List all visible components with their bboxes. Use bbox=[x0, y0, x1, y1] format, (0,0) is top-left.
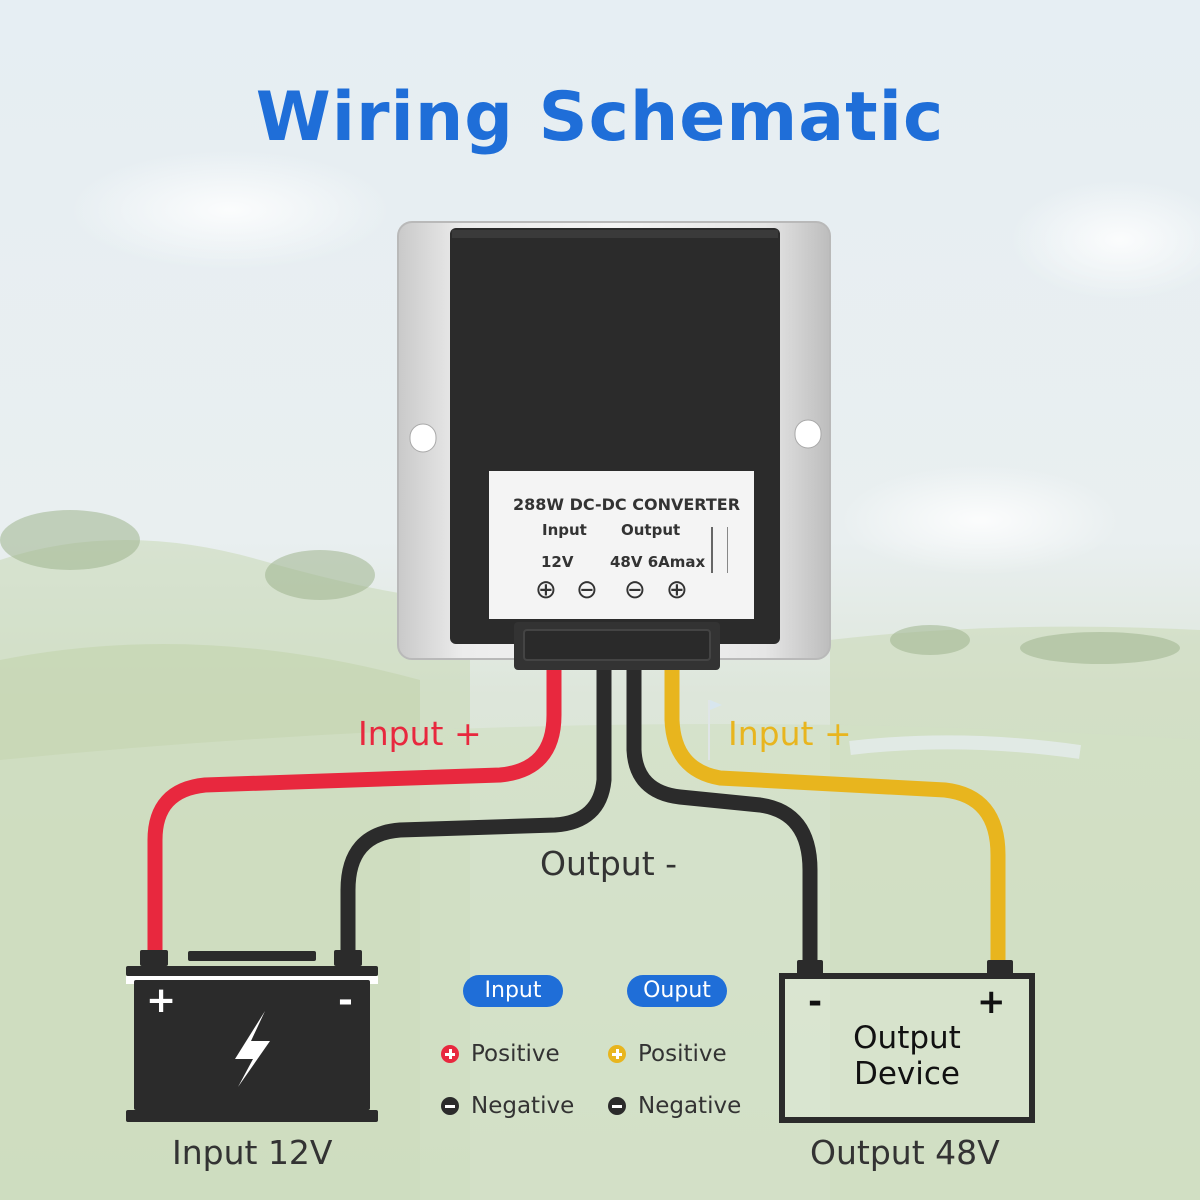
label-input-header: Input bbox=[542, 521, 587, 539]
battery-positive-terminal bbox=[140, 950, 168, 966]
converter-label: 288W DC-DC CONVERTER Input Output 12V 48… bbox=[489, 471, 754, 619]
legend-output-positive-label: Positive bbox=[638, 1041, 727, 1067]
yellow-wire-label: Input + bbox=[728, 714, 852, 753]
page-title: Wiring Schematic bbox=[255, 78, 945, 157]
terminal-output-minus-icon: ⊖ bbox=[624, 575, 646, 605]
output-device-positive-terminal bbox=[987, 960, 1013, 976]
label-fine-print bbox=[711, 527, 728, 573]
legend-input-negative-label: Negative bbox=[471, 1093, 575, 1119]
label-output-header: Output bbox=[621, 521, 681, 539]
output-device-line2: Device bbox=[853, 1056, 961, 1092]
legend-input-positive: Positive bbox=[441, 1041, 560, 1067]
battery-minus-sign: - bbox=[338, 980, 353, 1021]
battery-plus-sign: + bbox=[146, 980, 177, 1021]
black-wire-input bbox=[340, 662, 612, 963]
plus-circle-icon bbox=[608, 1045, 626, 1063]
terminal-output-plus-icon: ⊕ bbox=[666, 575, 688, 605]
terminal-input-minus-icon: ⊖ bbox=[576, 575, 598, 605]
legend-output-negative: Negative bbox=[608, 1093, 741, 1119]
terminal-input-plus-icon: ⊕ bbox=[535, 575, 557, 605]
minus-circle-icon bbox=[608, 1097, 626, 1115]
output-device-caption: Output 48V bbox=[810, 1133, 1000, 1172]
black-wire-label: Output - bbox=[540, 844, 678, 883]
output-device bbox=[779, 960, 1035, 1123]
output-device-text: Output Device bbox=[784, 1020, 1030, 1092]
output-device-minus-sign: - bbox=[808, 982, 823, 1022]
lightning-bolt-icon bbox=[235, 1011, 270, 1087]
label-input-spec: 12V bbox=[541, 553, 574, 571]
battery bbox=[126, 950, 378, 1122]
output-device-negative-terminal bbox=[797, 960, 823, 976]
yellow-wire bbox=[664, 662, 1006, 973]
battery-negative-terminal bbox=[334, 950, 362, 966]
mounting-hole-left bbox=[409, 423, 437, 453]
output-device-plus-sign: + bbox=[977, 982, 1006, 1022]
red-wire bbox=[147, 662, 562, 963]
output-device-line1: Output bbox=[853, 1020, 961, 1056]
black-wire-output bbox=[626, 662, 818, 973]
label-output-spec: 48V 6Amax bbox=[610, 553, 706, 571]
plus-circle-icon bbox=[441, 1045, 459, 1063]
mounting-hole-right bbox=[794, 419, 822, 449]
legend-output-negative-label: Negative bbox=[638, 1093, 742, 1119]
red-wire-label: Input + bbox=[358, 714, 482, 753]
legend-input-title: Input bbox=[463, 975, 563, 1007]
converter-name: 288W DC-DC CONVERTER bbox=[513, 495, 741, 514]
legend-output-title: Ouput bbox=[627, 975, 727, 1007]
legend-input-negative: Negative bbox=[441, 1093, 574, 1119]
legend-input-positive-label: Positive bbox=[471, 1041, 560, 1067]
battery-caption: Input 12V bbox=[172, 1133, 333, 1172]
wires bbox=[147, 662, 1006, 973]
minus-circle-icon bbox=[441, 1097, 459, 1115]
legend-output-positive: Positive bbox=[608, 1041, 727, 1067]
